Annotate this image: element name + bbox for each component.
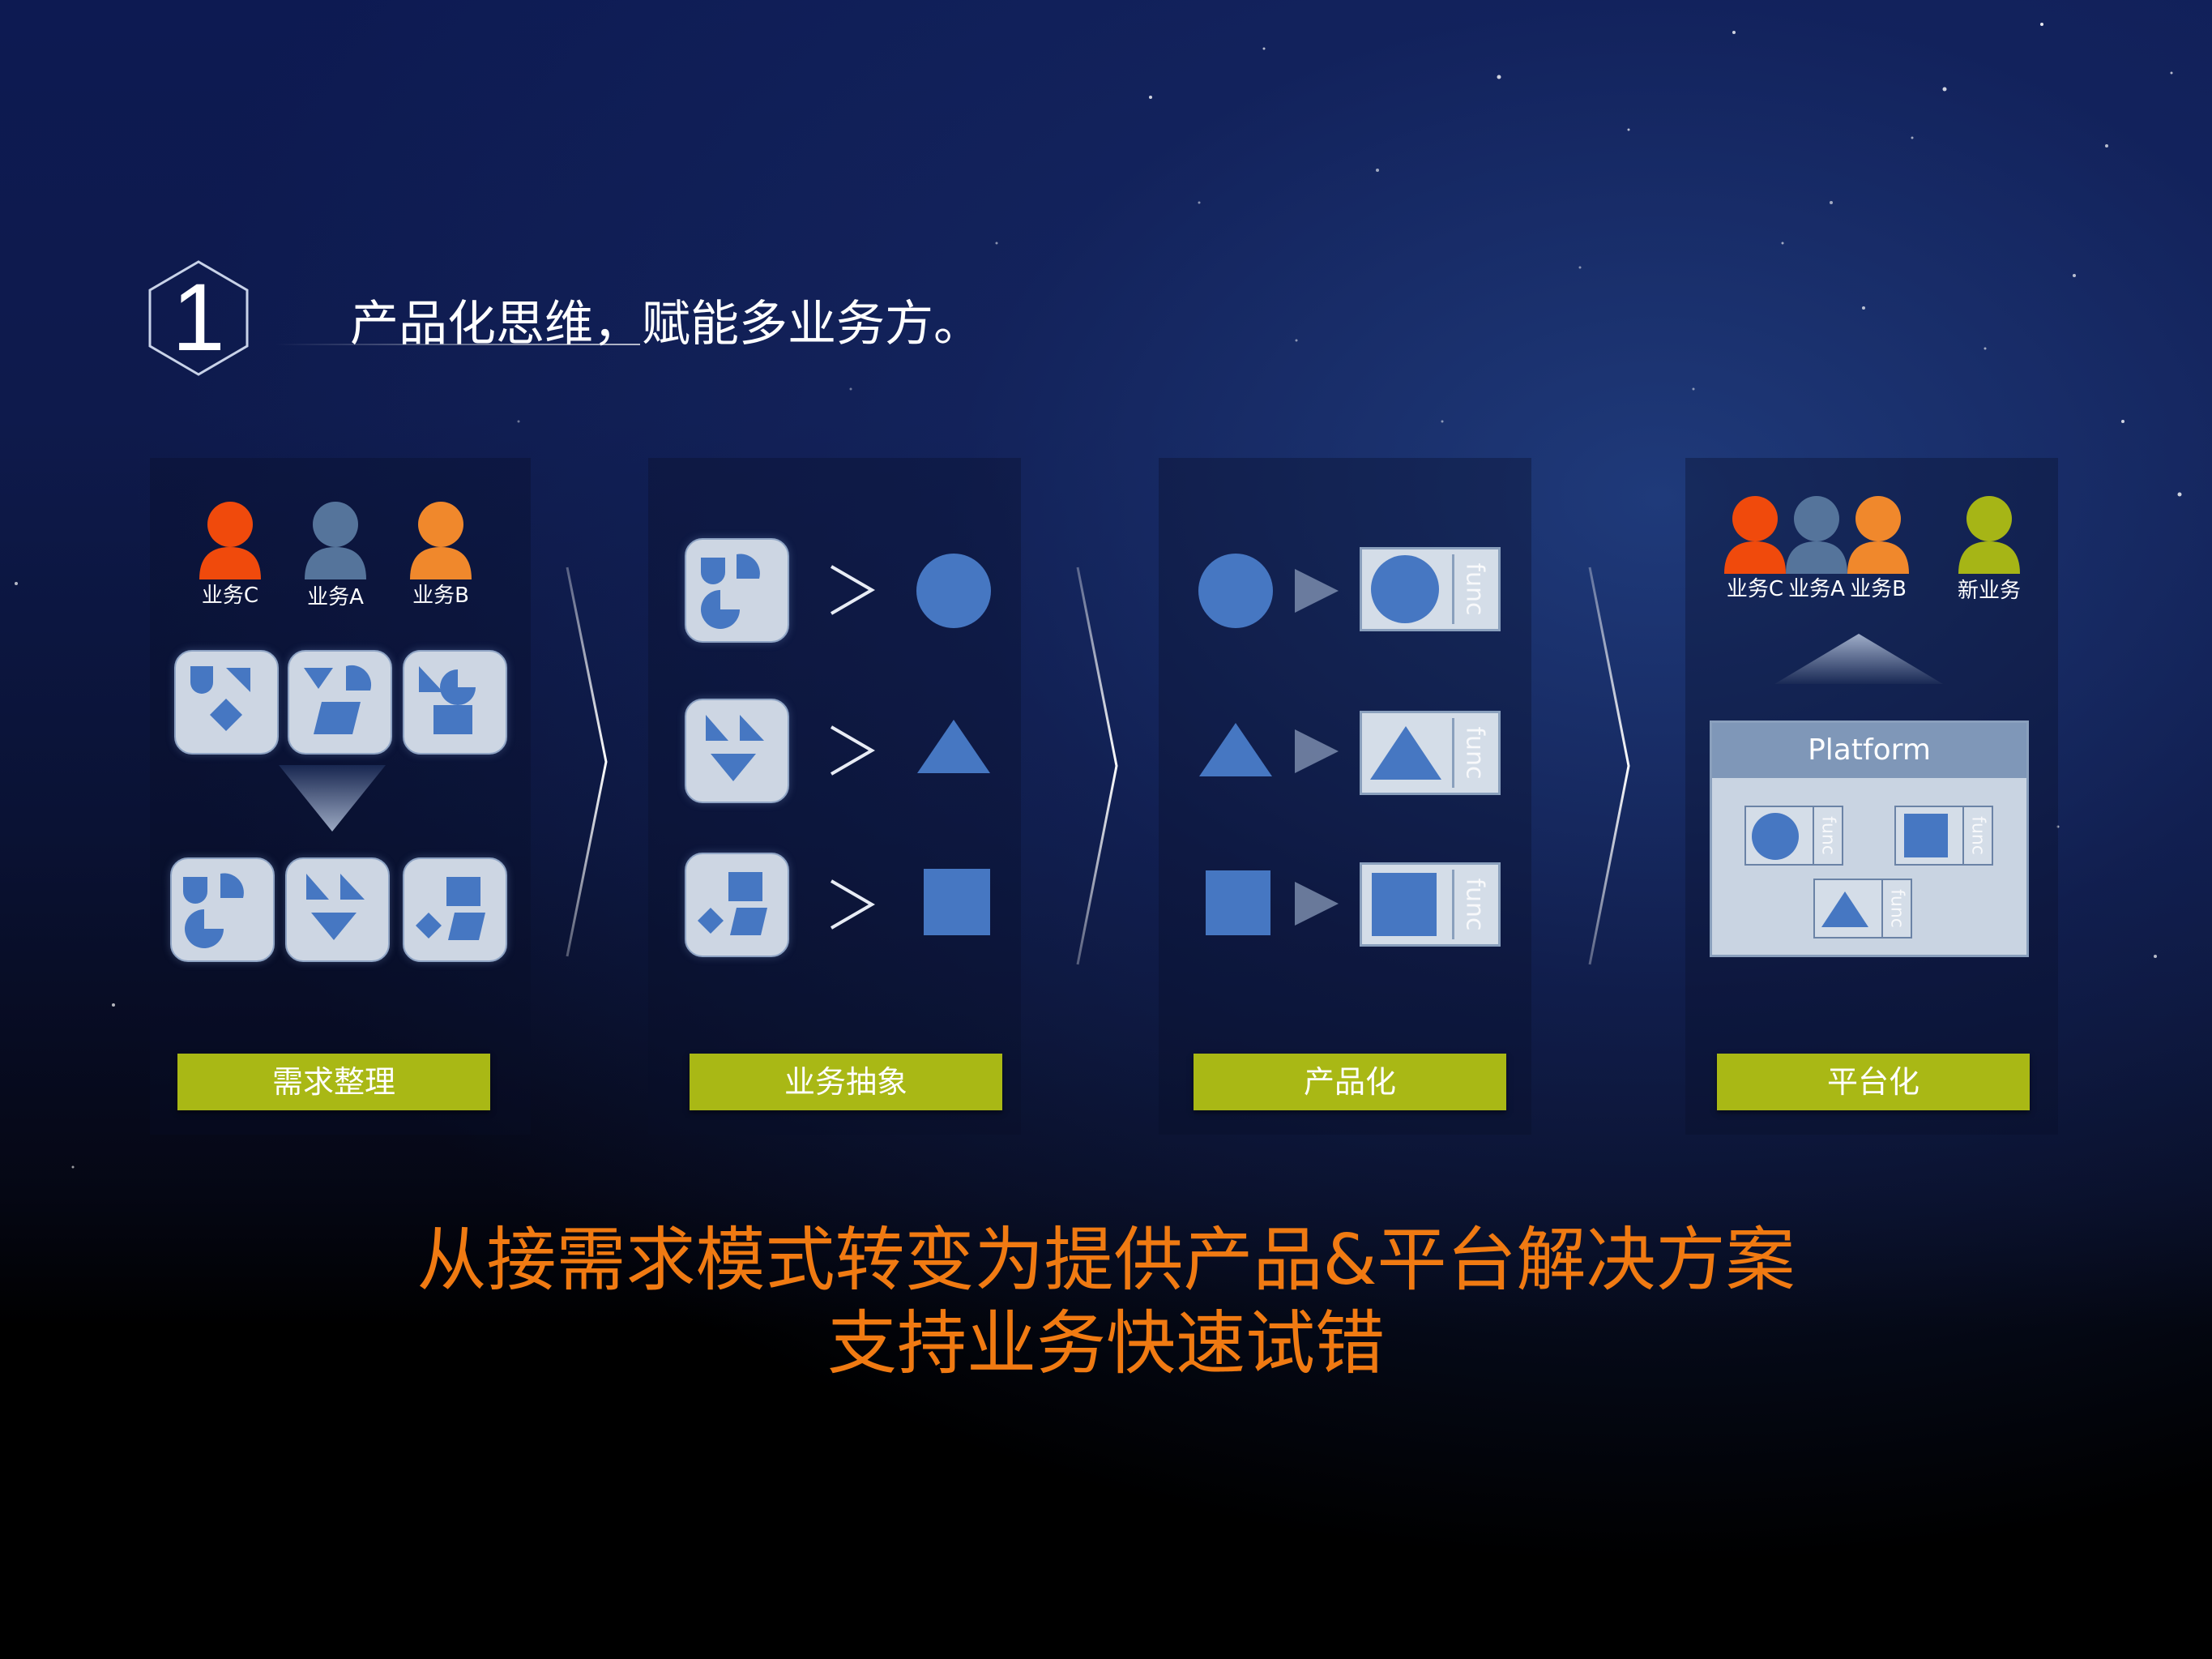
square-shape — [1904, 814, 1948, 857]
requirement-tile — [174, 650, 279, 755]
circle-shape — [1752, 813, 1799, 860]
arrow-right-icon — [1295, 729, 1339, 773]
person-icon-c — [199, 502, 261, 579]
starfield — [0, 0, 2212, 1216]
down-arrow-icon — [279, 765, 386, 832]
square-shape — [924, 869, 990, 935]
person-icon-b — [1847, 496, 1909, 574]
person-icon-c — [1724, 496, 1786, 574]
requirement-tile — [685, 538, 789, 643]
arrow-right-icon — [1295, 882, 1339, 926]
func-label: func — [1886, 889, 1907, 928]
chevron-right-icon — [830, 565, 875, 615]
circle-shape — [916, 554, 991, 628]
func-tag: func — [1452, 718, 1495, 788]
stage-label-platformization: 平台化 — [1717, 1054, 2030, 1110]
circle-shape — [1198, 554, 1273, 628]
square-shape — [1372, 873, 1437, 936]
platform-box: Platform func func func — [1710, 720, 2029, 957]
stage-label-abstraction: 业务抽象 — [690, 1054, 1002, 1110]
requirement-tile — [285, 857, 390, 962]
func-tag: func — [1962, 807, 1992, 864]
person-label: 业务C — [1726, 577, 1784, 601]
person-icon-new — [1958, 496, 2020, 574]
stage-separator — [566, 567, 608, 957]
func-tag: func — [1452, 870, 1495, 939]
requirement-tile — [685, 853, 789, 957]
section-number-badge: 1 — [146, 259, 251, 377]
person-label: 业务A — [1788, 577, 1845, 601]
up-arrow-icon — [1774, 634, 1943, 684]
triangle-shape — [917, 720, 990, 773]
tagline-line-1: 从接需求模式转变为提供产品&平台解决方案 — [416, 1220, 1796, 1301]
stage-separator — [1076, 567, 1118, 965]
requirement-tile — [403, 857, 507, 962]
section-number: 1 — [172, 264, 225, 371]
stage-label-requirements: 需求整理 — [177, 1054, 490, 1110]
func-label: func — [1460, 726, 1489, 780]
requirement-tile — [685, 699, 789, 803]
requirement-tile — [288, 650, 392, 755]
chevron-right-icon — [830, 879, 875, 930]
person-label: 业务B — [412, 584, 469, 608]
person-icon-a — [1786, 496, 1847, 574]
func-tag: func — [1813, 807, 1842, 864]
func-tag: func — [1881, 880, 1911, 937]
platform-func-box: func — [1813, 879, 1912, 939]
person-label: 业务B — [1850, 577, 1907, 601]
person-label: 业务A — [307, 585, 364, 609]
person-icon-b — [410, 502, 472, 579]
triangle-shape — [1821, 891, 1868, 927]
func-tag: func — [1452, 554, 1495, 624]
platform-func-box: func — [1894, 806, 1993, 866]
triangle-shape — [1199, 723, 1272, 776]
page-heading: 产品化思维，赋能多业务方。 — [350, 296, 982, 353]
triangle-shape — [1370, 726, 1441, 780]
requirement-tile — [170, 857, 275, 962]
func-box: func — [1360, 862, 1501, 947]
circle-shape — [1371, 555, 1439, 623]
tagline-line-2: 支持业务快速试错 — [827, 1303, 1385, 1384]
stage-separator — [1588, 567, 1630, 965]
func-box: func — [1360, 547, 1501, 631]
func-label: func — [1460, 878, 1489, 931]
platform-title: Platform — [1712, 723, 2026, 778]
heading-underline — [275, 344, 640, 345]
func-label: func — [1460, 562, 1489, 616]
func-label: func — [1817, 816, 1838, 855]
func-box: func — [1360, 711, 1501, 795]
stage-label-productization: 产品化 — [1194, 1054, 1506, 1110]
square-shape — [1206, 870, 1270, 935]
hexagon-icon — [148, 260, 249, 376]
func-label: func — [1967, 816, 1988, 855]
platform-func-box: func — [1744, 806, 1843, 866]
arrow-right-icon — [1295, 569, 1339, 613]
requirement-tile — [403, 650, 507, 755]
person-label: 业务C — [201, 584, 259, 608]
chevron-right-icon — [830, 725, 875, 776]
person-icon-a — [305, 502, 366, 579]
person-label: 新业务 — [1957, 579, 2021, 603]
